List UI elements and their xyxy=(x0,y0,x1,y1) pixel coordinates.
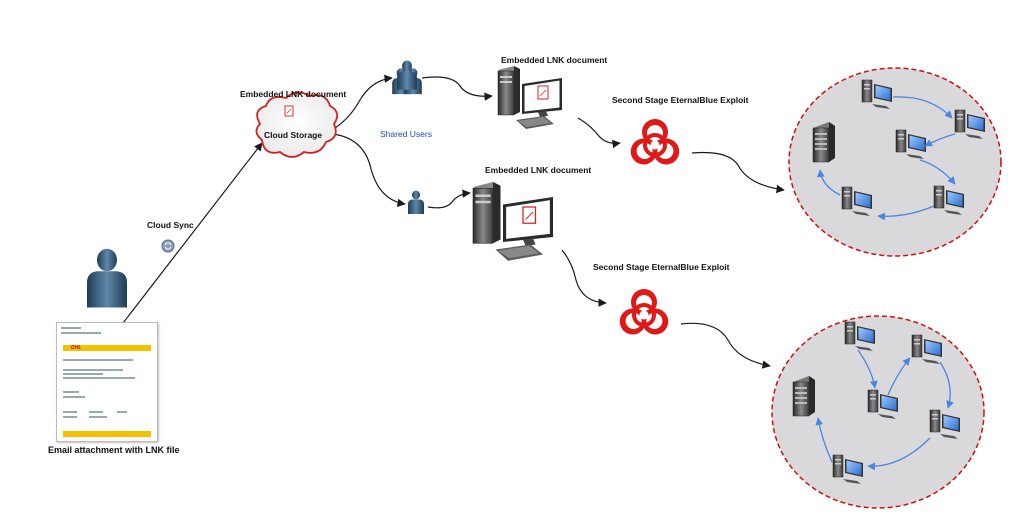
embedded-lnk-label-middle: Embedded LNK document xyxy=(485,165,592,175)
biohazard-icon xyxy=(612,287,676,342)
email-brand-logo: DHL xyxy=(71,345,82,351)
cloud-sync-label: Cloud Sync xyxy=(147,220,194,230)
email-header-bar: DHL xyxy=(63,345,151,351)
users-group-icon xyxy=(392,60,422,95)
workstation-icon xyxy=(472,181,554,262)
single-user-icon xyxy=(408,190,424,214)
email-attachment-label: Email attachment with LNK file xyxy=(48,445,180,455)
biohazard-icon xyxy=(623,117,687,172)
network-cluster-bottom xyxy=(771,315,985,509)
workstation-icon xyxy=(497,65,563,130)
sync-icon xyxy=(161,239,175,253)
email-attachment-preview: DHL xyxy=(56,322,158,442)
server-icon xyxy=(792,375,816,417)
exploit-label-bottom: Second Stage EternalBlue Exploit xyxy=(593,262,730,272)
cloud-icon xyxy=(255,91,339,158)
server-icon xyxy=(812,121,836,163)
network-cluster-top xyxy=(788,67,1002,257)
cloud-storage-label: Cloud Storage xyxy=(264,130,323,140)
flow-arrows xyxy=(112,74,785,369)
shared-users-label: Shared Users xyxy=(380,129,432,139)
embedded-lnk-label-cloud: Embedded LNK document xyxy=(240,89,347,99)
exploit-label-top: Second Stage EternalBlue Exploit xyxy=(612,95,749,105)
embedded-lnk-label-top: Embedded LNK document xyxy=(501,55,608,65)
user-icon xyxy=(87,248,127,308)
